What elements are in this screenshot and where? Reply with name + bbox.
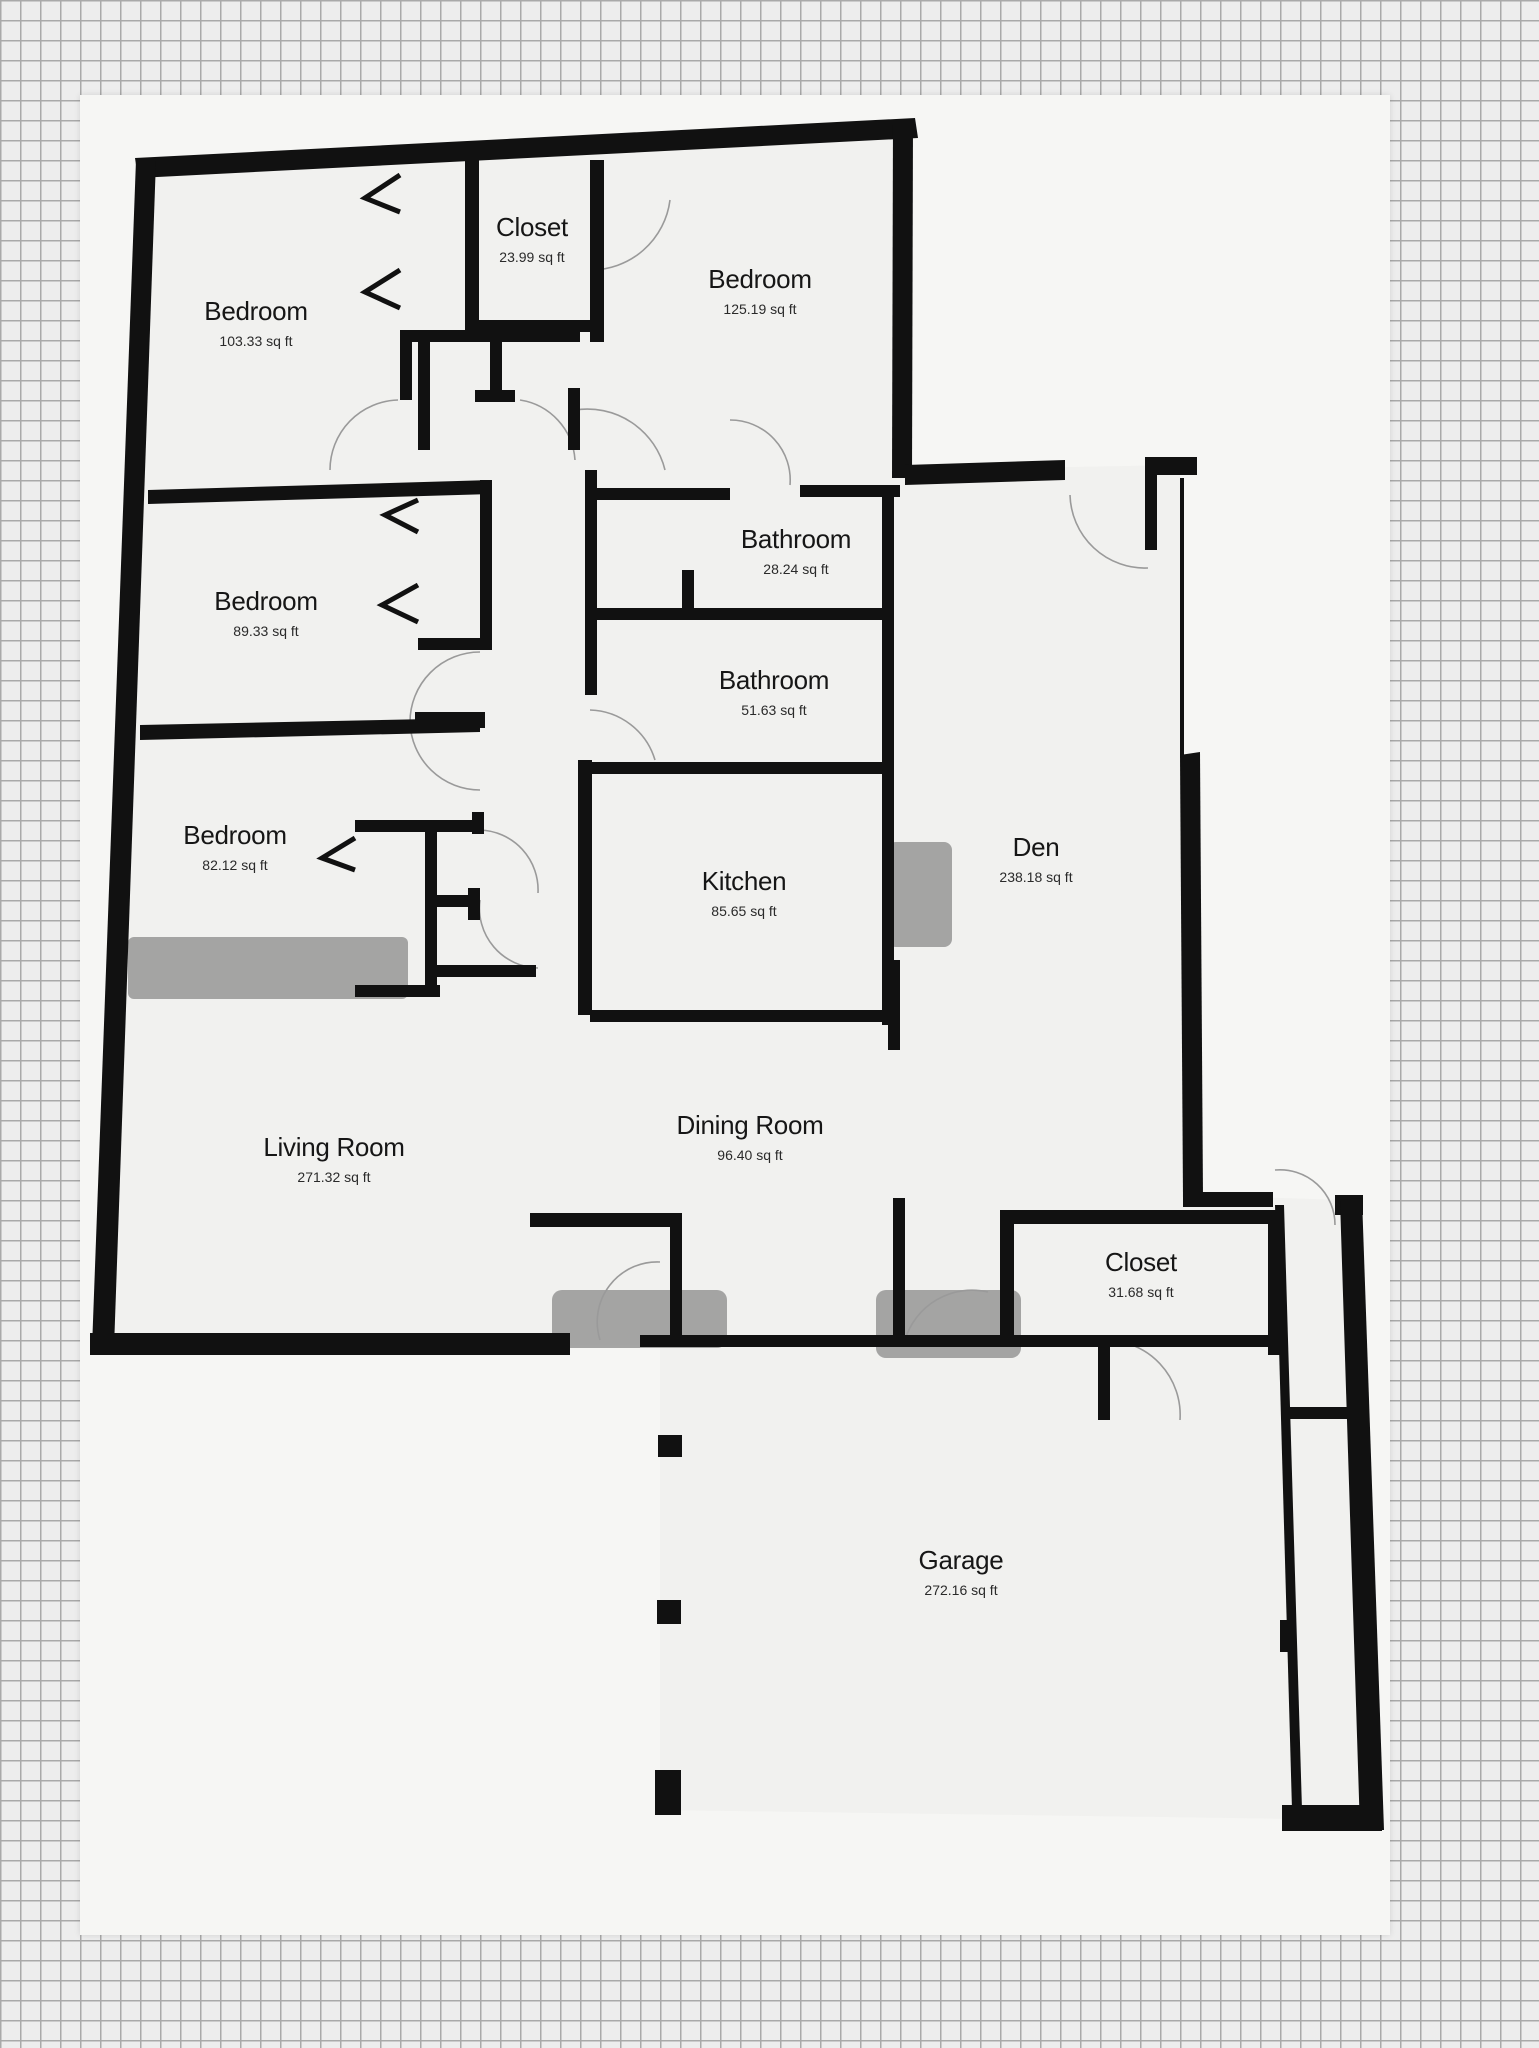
room-name: Bedroom — [183, 820, 287, 850]
room-area: 89.33 sq ft — [233, 623, 299, 639]
smudges — [128, 842, 1021, 1358]
room-label-bedroom-2: Bedroom 125.19 sq ft — [708, 264, 812, 317]
door-chevrons — [316, 172, 420, 873]
room-label-closet-1: Closet 23.99 sq ft — [496, 212, 568, 265]
room-area: 125.19 sq ft — [723, 301, 797, 317]
room-name: Bathroom — [740, 524, 852, 554]
room-name: Closet — [496, 212, 568, 242]
room-label-garage: Garage 272.16 sq ft — [919, 1545, 1004, 1598]
room-area: 82.12 sq ft — [202, 857, 268, 873]
room-name: Den — [1012, 832, 1060, 862]
room-label-kitchen: Kitchen 85.65 sq ft — [702, 866, 787, 919]
room-label-living-room: Living Room 271.32 sq ft — [263, 1132, 405, 1185]
room-name: Bedroom — [708, 264, 812, 294]
room-area: 31.68 sq ft — [1108, 1284, 1174, 1300]
room-name: Closet — [1105, 1247, 1177, 1277]
room-label-bathroom-2: Bathroom 51.63 sq ft — [718, 665, 830, 718]
room-label-dining-room: Dining Room 96.40 sq ft — [677, 1110, 824, 1163]
room-area: 85.65 sq ft — [711, 903, 777, 919]
room-name: Bedroom — [204, 296, 308, 326]
room-name: Kitchen — [701, 866, 787, 896]
room-name: Bathroom — [718, 665, 830, 695]
room-label-bedroom-4: Bedroom 82.12 sq ft — [183, 820, 287, 873]
room-name: Living Room — [263, 1132, 405, 1162]
floor-fills — [95, 128, 1370, 1820]
room-area: 272.16 sq ft — [924, 1582, 998, 1598]
room-area: 238.18 sq ft — [999, 869, 1073, 885]
room-area: 96.40 sq ft — [717, 1147, 783, 1163]
room-label-closet-2: Closet 31.68 sq ft — [1105, 1247, 1177, 1300]
room-area: 271.32 sq ft — [297, 1169, 371, 1185]
room-name: Dining Room — [676, 1110, 824, 1140]
room-label-den: Den 238.18 sq ft — [999, 832, 1072, 885]
walls — [90, 118, 1384, 1831]
room-label-bedroom-1: Bedroom 103.33 sq ft — [204, 296, 308, 349]
room-label-bathroom-1: Bathroom 28.24 sq ft — [740, 524, 852, 577]
room-name: Bedroom — [214, 586, 318, 616]
room-label-bedroom-3: Bedroom 89.33 sq ft — [214, 586, 318, 639]
room-name: Garage — [918, 1545, 1004, 1575]
room-area: 103.33 sq ft — [219, 333, 293, 349]
room-area: 23.99 sq ft — [499, 249, 565, 265]
room-area: 28.24 sq ft — [763, 561, 829, 577]
room-area: 51.63 sq ft — [741, 702, 807, 718]
